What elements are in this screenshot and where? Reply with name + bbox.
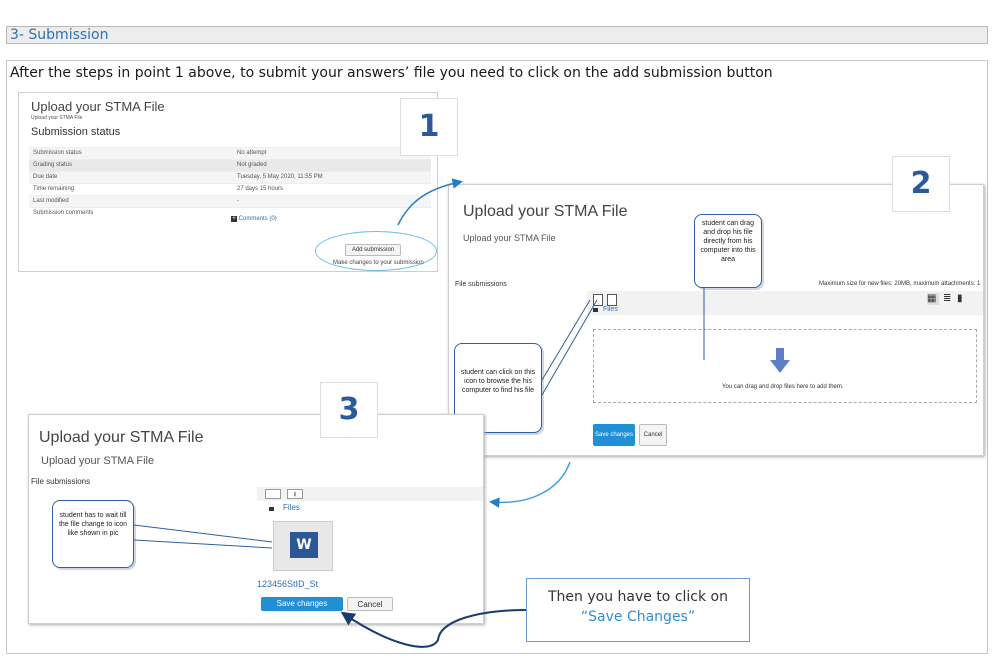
comments-link[interactable]: + Comments (0) [231, 216, 277, 222]
table-row: Grading status Not graded [29, 159, 431, 172]
arrow-1-to-2 [397, 178, 463, 226]
table-row: Submission comments [29, 207, 431, 220]
files-link[interactable]: Files [603, 306, 618, 313]
intro-text: After the steps in point 1 above, to sub… [10, 65, 773, 81]
step-number-1: 1 [400, 98, 458, 156]
row-label: Time remaining [33, 186, 75, 192]
panel-2-subtitle: Upload your STMA File [463, 233, 556, 243]
row-label: Submission comments [33, 210, 94, 216]
cancel-button[interactable]: Cancel [347, 597, 393, 611]
section-title: 3- Submission [10, 27, 109, 43]
callout-drag-drop: student can drag and drop his file direc… [694, 214, 762, 288]
row-value: Not graded [237, 162, 267, 168]
comments-label: Comments (0) [238, 216, 277, 222]
panel-1-heading: Submission status [31, 126, 121, 138]
plus-icon: + [231, 216, 237, 222]
max-size-text: Maximum size for new files: 20MB, maximu… [819, 281, 981, 287]
content-frame [6, 60, 988, 654]
drop-zone-text: You can drag and drop files here to add … [722, 384, 844, 390]
word-file-icon[interactable]: W [273, 521, 333, 571]
row-value: Tuesday, 5 May 2020, 11:55 PM [237, 174, 323, 180]
drop-zone[interactable]: You can drag and drop files here to add … [593, 329, 977, 403]
panel-3-label: File submissions [31, 477, 91, 486]
panel-3-title: Upload your STMA File [39, 429, 204, 446]
folder-icon[interactable] [265, 489, 281, 499]
table-row: Due date Tuesday, 5 May 2020, 11:55 PM [29, 171, 431, 184]
callout-line [541, 299, 591, 381]
cancel-button[interactable]: Cancel [639, 424, 667, 446]
save-changes-button[interactable]: Save changes [261, 597, 343, 611]
final-note-line1: Then you have to click on [547, 589, 728, 605]
save-changes-button[interactable]: Save changes [593, 424, 635, 446]
callout-wait-for-icon: student has to wait till the file change… [52, 500, 134, 568]
make-changes-text: Make changes to your submission [333, 260, 424, 266]
table-row: Last modified - [29, 195, 431, 208]
panel-3-subtitle: Upload your STMA File [41, 455, 155, 467]
download-icon[interactable]: ⭳ [287, 489, 303, 499]
final-note-line2: “Save Changes” [580, 609, 696, 625]
row-value: 27 days 15 hours [237, 186, 284, 192]
callout-line [133, 524, 273, 543]
section-header-bar [6, 26, 988, 44]
file-toolbar: ▦ ≣ ▮ Files [587, 291, 983, 315]
row-label: Submission status [33, 150, 82, 156]
step-number-2: 2 [892, 156, 950, 212]
file-name[interactable]: 123456StID_St [257, 579, 319, 589]
row-label: Grading status [33, 162, 73, 168]
grid-view-icon[interactable]: ▦ [927, 293, 939, 305]
step-number-3: 3 [320, 382, 378, 438]
callout-line [133, 539, 273, 549]
file-icon[interactable] [593, 294, 603, 306]
tree-view-icon[interactable]: ▮ [957, 293, 963, 304]
final-note-box: Then you have to click on “Save Changes” [526, 578, 750, 642]
file-toolbar-3: ⭳ [257, 487, 483, 501]
row-value: - [237, 198, 239, 204]
panel-2-title: Upload your STMA File [463, 203, 628, 220]
folder-small-icon [269, 507, 274, 511]
add-submission-button[interactable]: Add submission [345, 244, 401, 256]
arrow-2-to-3 [489, 461, 571, 508]
files-link[interactable]: Files [283, 503, 300, 512]
row-label: Last modified [33, 198, 69, 204]
folder-small-icon [593, 308, 598, 312]
folder-icon[interactable] [607, 294, 617, 306]
panel-1-title: Upload your STMA File [31, 99, 165, 114]
panel-1-submission-status: Upload your STMA File Upload your STMA F… [18, 92, 438, 272]
panel-1-subtitle: Upload your STMA File [31, 115, 83, 121]
panel-2-label: File submissions [455, 281, 507, 288]
arrow-final-to-save [340, 609, 527, 648]
callout-line [541, 299, 598, 396]
highlight-ellipse [315, 231, 437, 271]
list-view-icon[interactable]: ≣ [943, 293, 952, 304]
table-row: Submission status No attempt [29, 147, 431, 160]
row-label: Due date [33, 174, 58, 180]
row-value: No attempt [237, 150, 267, 156]
table-row: Time remaining 27 days 15 hours [29, 183, 431, 196]
